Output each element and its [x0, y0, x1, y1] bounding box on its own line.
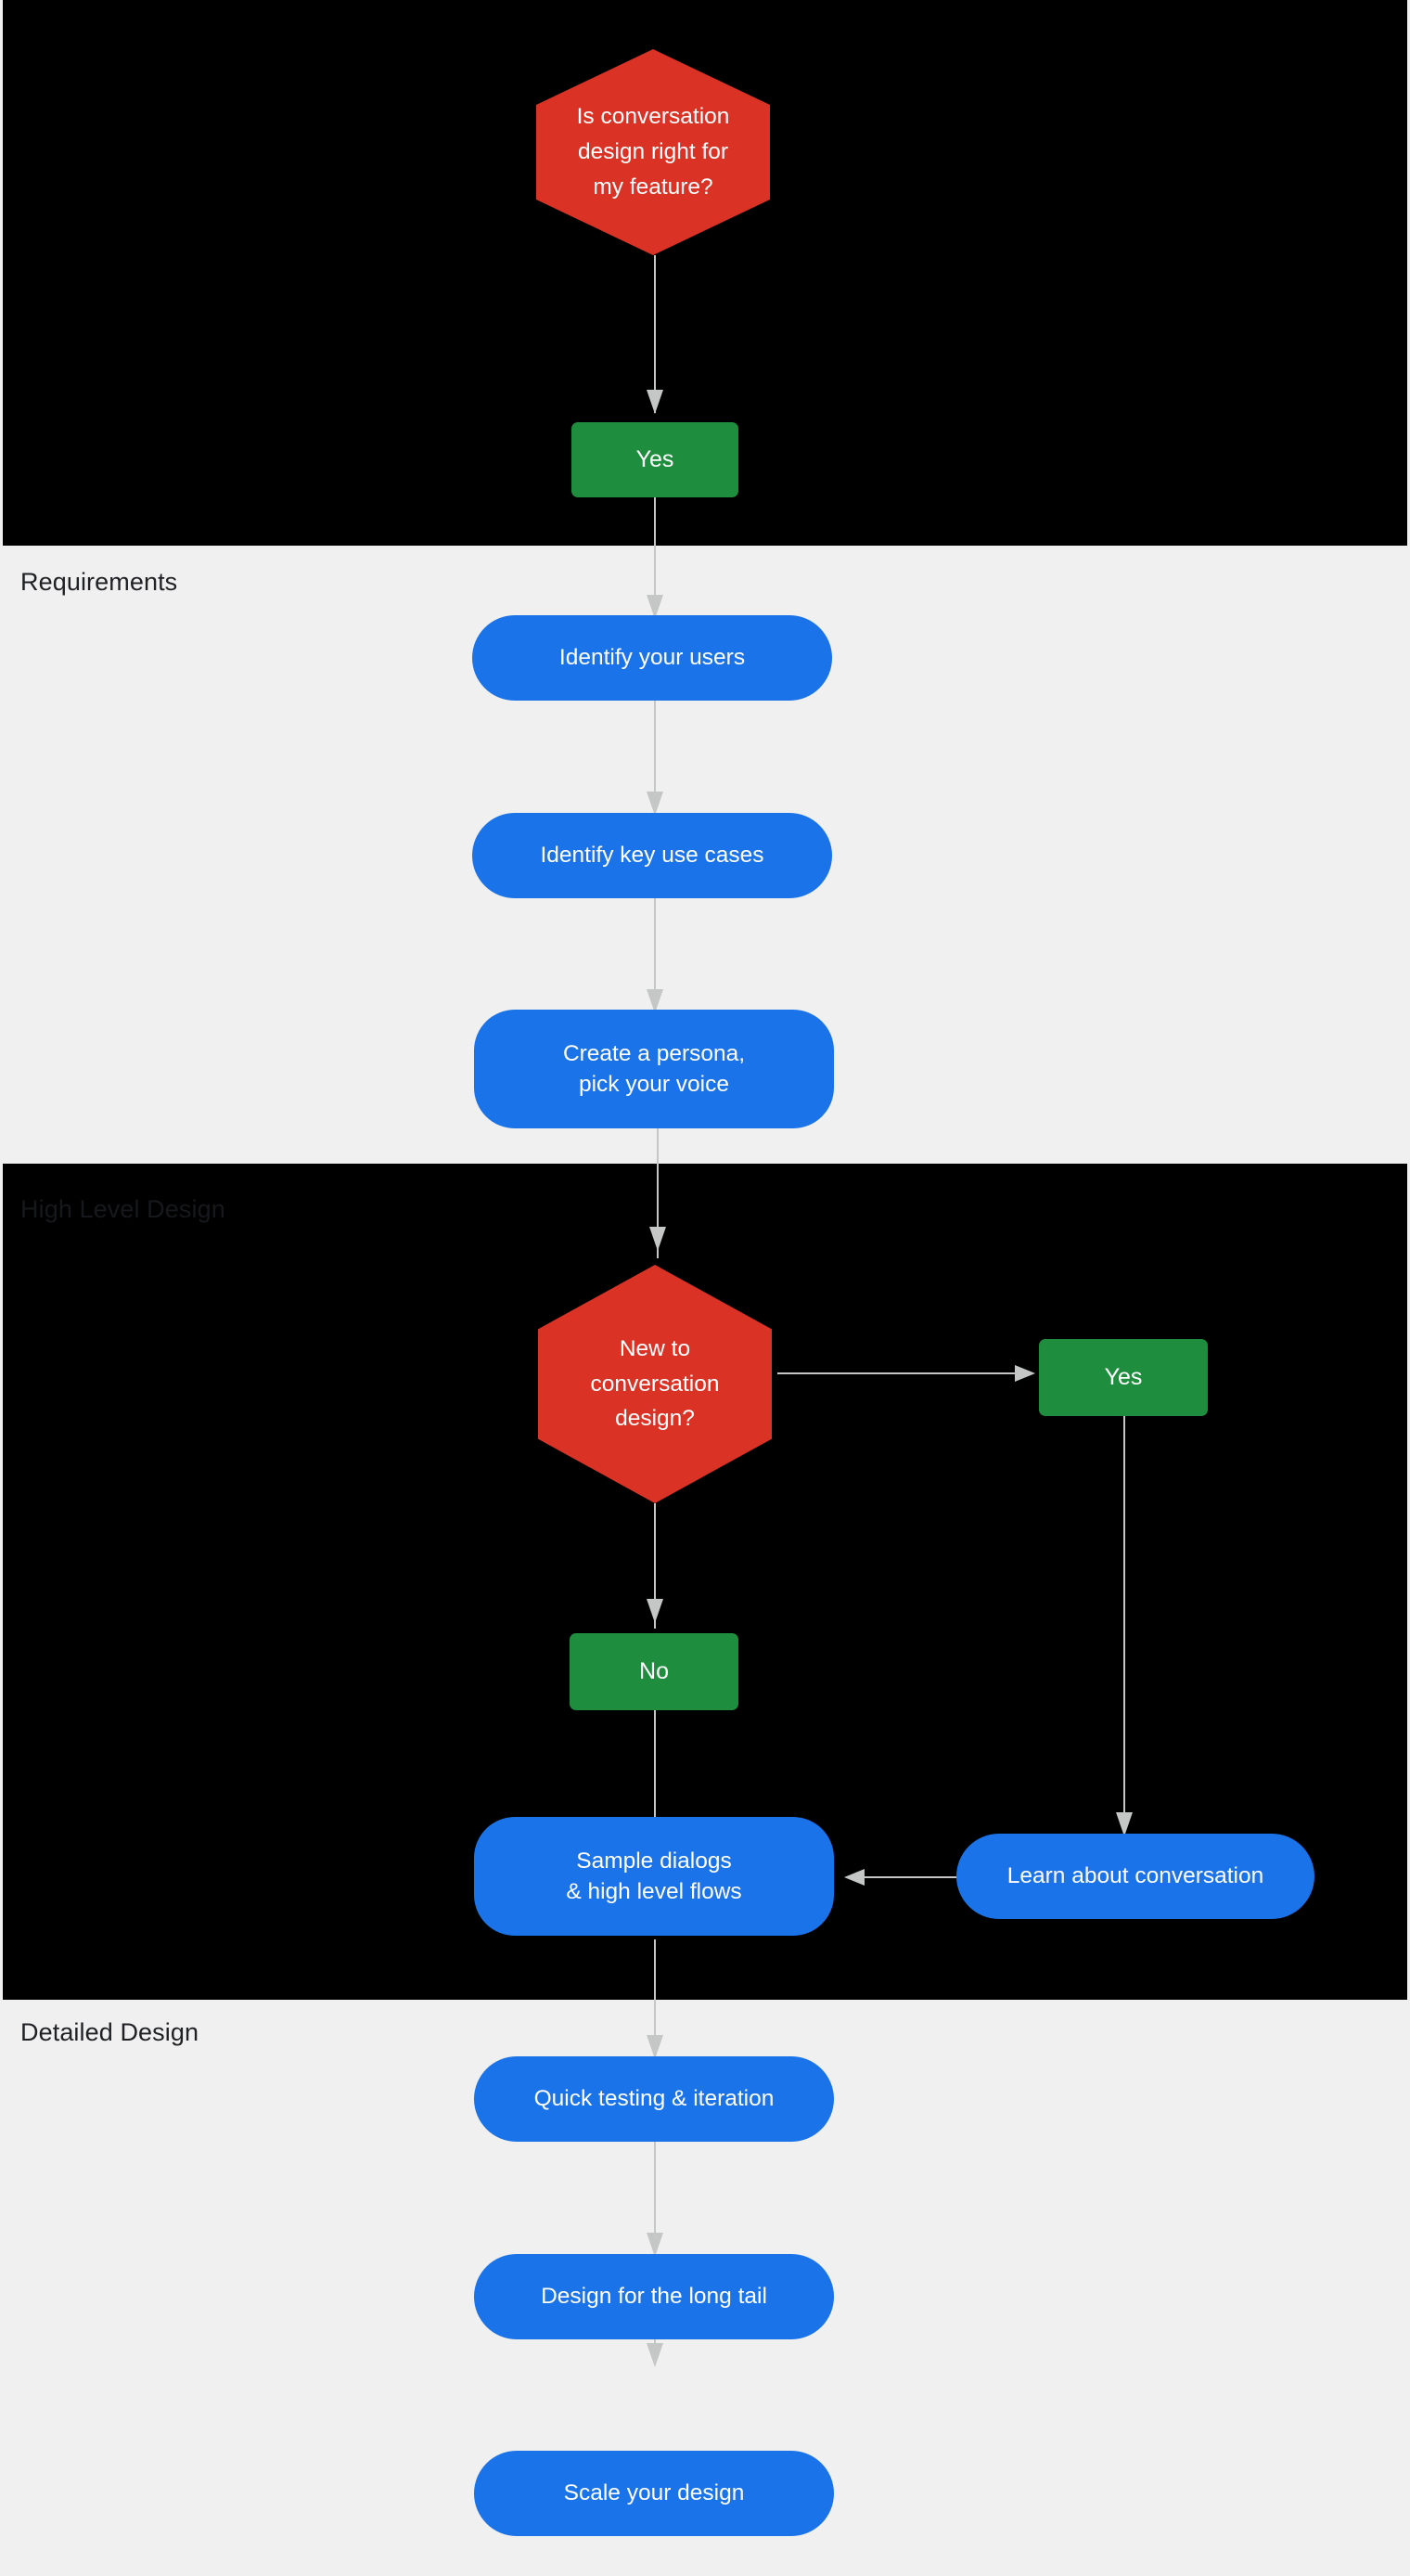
step-node-sample-dialogs-high-level-flows[interactable]: Sample dialogs & high level flows	[474, 1817, 834, 1936]
arrowhead-down	[649, 1227, 666, 1251]
band-right-edge	[1407, 1164, 1410, 2000]
connector-quick-testing-long-tail	[654, 2142, 656, 2253]
step-node-design-for-long-tail[interactable]: Design for the long tail	[474, 2254, 834, 2339]
section-label-detailed-design: Detailed Design	[20, 2018, 199, 2046]
arrowhead-down	[647, 595, 663, 619]
arrowhead-left	[844, 1869, 865, 1886]
arrowhead-down	[647, 1599, 663, 1623]
connector-decision2-no2	[654, 1503, 656, 1629]
node-label: Identify key use cases	[540, 842, 764, 868]
connector-use-cases-create-persona	[654, 898, 656, 1010]
connector-learn-sample-dialogs	[863, 1876, 993, 1878]
node-label: Scale your design	[563, 2479, 745, 2505]
arrowhead-down	[647, 2233, 663, 2257]
connector-sample-dialogs-quick-testing	[654, 1939, 656, 2055]
decision-node-line: my feature?	[593, 174, 713, 200]
label-node-yes-2[interactable]: Yes	[1039, 1339, 1208, 1416]
node-label-line: & high level flows	[566, 1879, 742, 1904]
arrowhead-down	[647, 2035, 663, 2059]
step-node-scale-your-design[interactable]: Scale your design	[474, 2451, 834, 2536]
step-node-identify-your-users[interactable]: Identify your users	[472, 615, 832, 701]
step-node-quick-testing-iteration[interactable]: Quick testing & iteration	[474, 2056, 834, 2142]
arrowhead-right	[1015, 1365, 1035, 1382]
node-label-line: Sample dialogs	[576, 1848, 732, 1874]
step-node-learn-about-conversation[interactable]: Learn about conversation	[956, 1834, 1314, 1919]
node-label: No	[639, 1658, 669, 1684]
section-label-high-level-design: High Level Design	[20, 1195, 225, 1223]
connector-create-persona-decision2	[657, 1128, 659, 1258]
arrowhead-down	[1116, 1812, 1133, 1836]
node-label: Yes	[635, 446, 674, 472]
node-label-line: Create a persona,	[562, 1040, 746, 1066]
node-label: Identify your users	[558, 644, 746, 670]
node-label: Quick testing & iteration	[533, 2085, 775, 2111]
connector-no2-sample-dialogs	[654, 1710, 656, 1905]
decision-node-line: design?	[615, 1406, 695, 1432]
node-label-line: pick your voice	[578, 1072, 730, 1097]
decision-node-line: conversation	[590, 1371, 720, 1397]
decision-node-line: New to	[619, 1335, 691, 1361]
connector-decision2-yes2	[777, 1372, 1028, 1374]
connector-yes2-learn	[1123, 1416, 1125, 1824]
decision-node-line: design right for	[577, 139, 729, 165]
step-node-identify-key-use-cases[interactable]: Identify key use cases	[472, 813, 832, 898]
node-label: Design for the long tail	[541, 2283, 767, 2309]
node-label: Yes	[1104, 1364, 1143, 1390]
arrowhead-down	[647, 989, 663, 1013]
label-node-no[interactable]: No	[570, 1633, 738, 1710]
band-left-edge	[0, 1164, 3, 2000]
node-label: Learn about conversation	[1006, 1862, 1264, 1888]
arrowhead-down	[647, 390, 663, 414]
connector-yes1-identify-users	[654, 497, 656, 616]
label-node-yes-1[interactable]: Yes	[571, 422, 738, 497]
arrowhead-down	[647, 2343, 663, 2367]
connector-identify-users-use-cases	[654, 701, 656, 812]
connector-decision1-yes1	[654, 255, 656, 413]
band-right-edge	[1407, 0, 1410, 546]
band-left-edge	[0, 0, 3, 546]
arrowhead-down	[647, 792, 663, 816]
section-label-requirements: Requirements	[20, 568, 178, 596]
decision-node-line: Is conversation	[576, 104, 730, 130]
step-node-create-persona-pick-voice[interactable]: Create a persona, pick your voice	[474, 1010, 834, 1128]
